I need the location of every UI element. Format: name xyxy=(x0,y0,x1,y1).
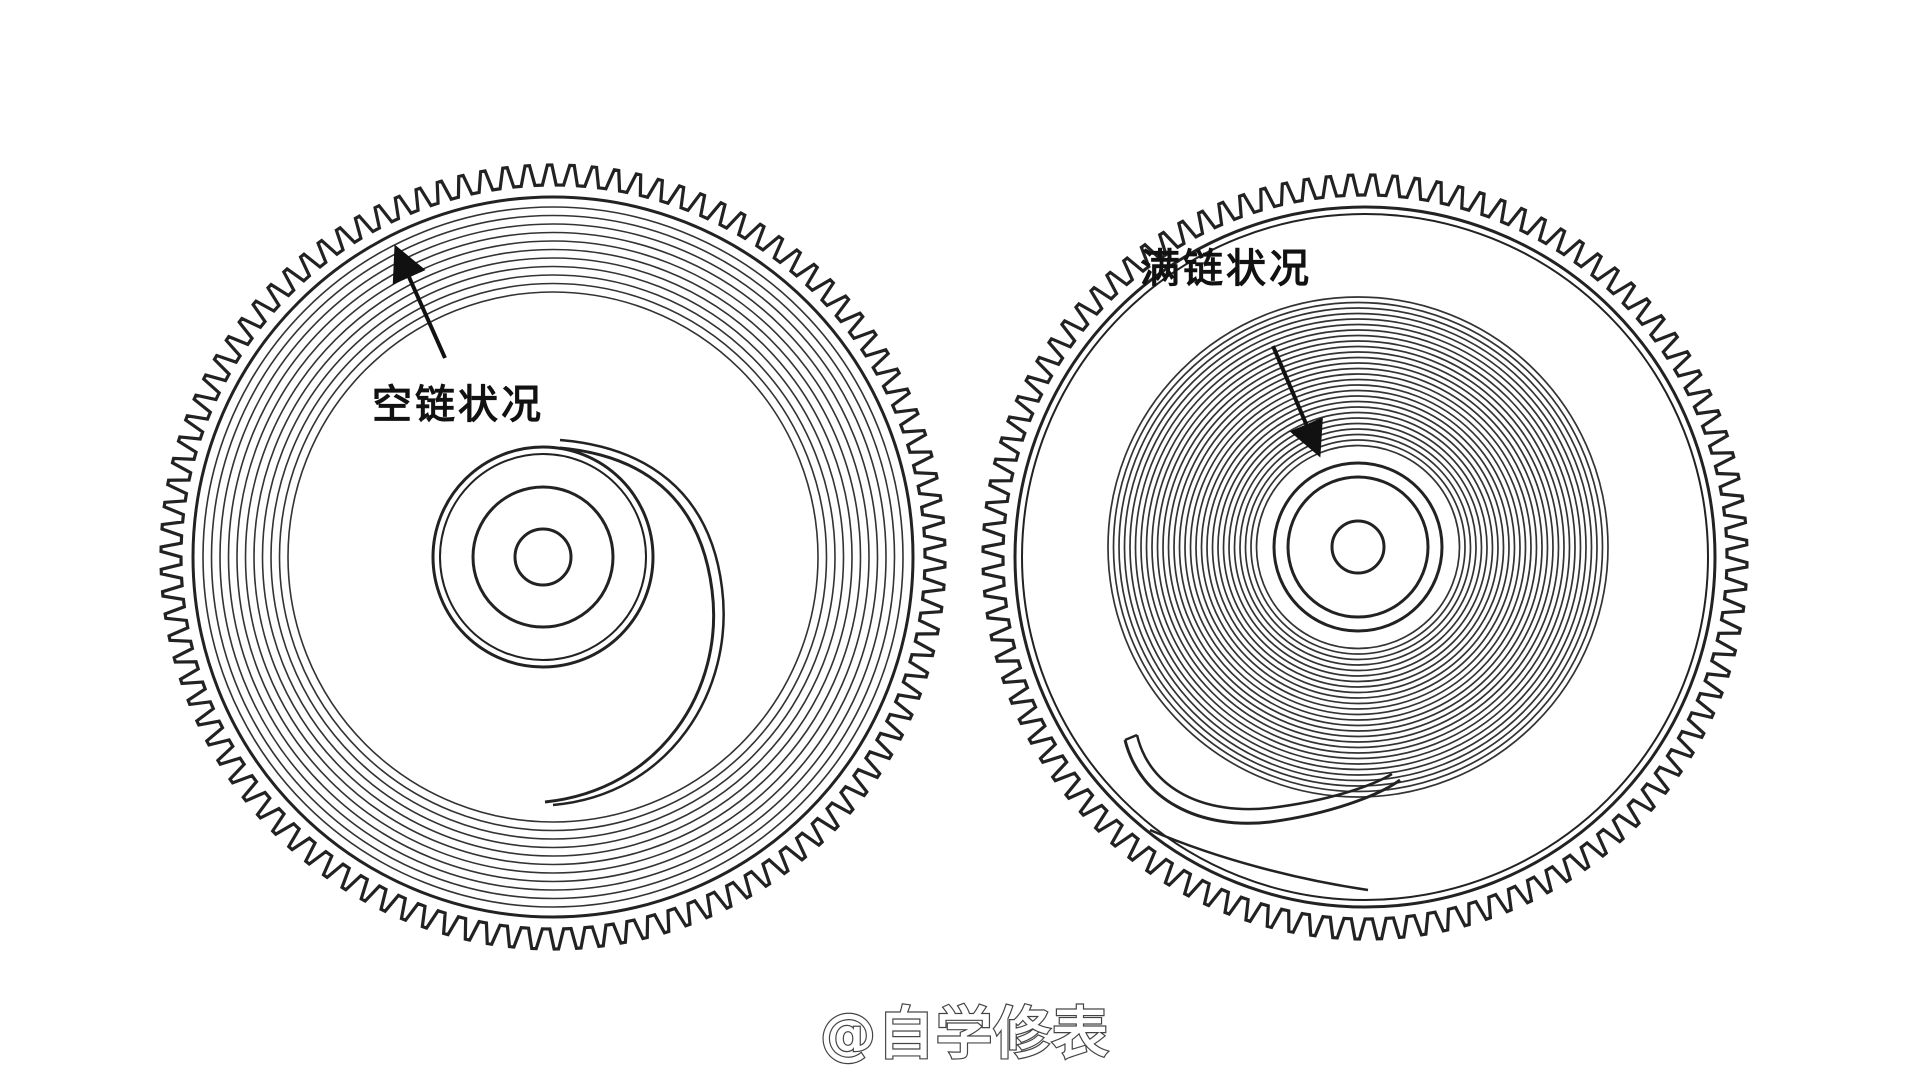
spring-coil xyxy=(1211,400,1505,694)
spring-coil xyxy=(1112,301,1604,793)
spring-coil xyxy=(244,248,862,866)
spring-coil xyxy=(1239,428,1477,666)
spring-coil xyxy=(219,223,887,891)
spring-coil xyxy=(1178,367,1538,727)
spring-coil xyxy=(1250,439,1466,655)
spring-coil xyxy=(1118,307,1598,787)
barrel-empty: 空链状况 xyxy=(159,163,947,951)
spring-coil xyxy=(236,240,870,874)
full-arrow xyxy=(1271,345,1323,458)
arbor-collar-outer xyxy=(431,445,655,669)
barrel-full: 满链状况 xyxy=(981,173,1749,941)
spring-coil xyxy=(261,265,845,849)
spring-coil xyxy=(1184,373,1532,721)
spring-coil xyxy=(1162,351,1554,743)
barrel-gear-teeth xyxy=(981,173,1749,941)
spring-loose-end-3 xyxy=(1124,733,1138,742)
spring-coil xyxy=(1233,422,1483,672)
spring-coil xyxy=(270,274,836,840)
spring-loose-end-2 xyxy=(1135,734,1393,811)
spring-coil xyxy=(253,257,853,857)
spring-coil xyxy=(1134,323,1582,771)
spring-coil xyxy=(1151,340,1565,754)
spring-coil xyxy=(1140,329,1576,765)
empty-state-label: 空链状况 xyxy=(372,382,544,428)
spring-coil xyxy=(1156,345,1560,749)
spring-coil xyxy=(1222,411,1494,683)
spring-coil xyxy=(1228,417,1488,677)
spring-coil xyxy=(1167,356,1549,738)
arbor-hole xyxy=(1330,519,1386,575)
spring-coil xyxy=(202,206,904,908)
spring-coil xyxy=(1195,384,1521,710)
spring-tail-spiral xyxy=(544,446,716,804)
spring-coil xyxy=(1217,406,1499,688)
barrel-gear-teeth xyxy=(159,163,947,951)
spring-coil xyxy=(1107,296,1609,798)
arbor-hub xyxy=(1286,475,1430,619)
spring-coil xyxy=(1206,395,1510,699)
spring-coil xyxy=(1145,334,1571,760)
mainspring-coils-wound xyxy=(1107,296,1609,798)
spring-coil xyxy=(210,214,896,900)
spring-coil xyxy=(227,231,879,883)
spring-coil xyxy=(287,291,819,823)
barrel-inner-rim-2 xyxy=(1021,213,1709,901)
arbor-hub xyxy=(471,485,615,629)
spring-coil xyxy=(1244,433,1472,661)
spring-coil xyxy=(1255,444,1461,650)
spring-tail-spiral-2 xyxy=(552,438,725,807)
arbor-collar-inner xyxy=(439,453,647,661)
barrel-inner-rim xyxy=(191,195,915,919)
spring-coil xyxy=(1129,318,1587,776)
spring-loose-end xyxy=(1123,739,1401,825)
spring-hook-tail xyxy=(1149,828,1369,892)
spring-coil xyxy=(278,282,828,832)
spring-coil xyxy=(1123,312,1593,782)
spring-coil xyxy=(1189,378,1527,716)
watermark: @自学修表 xyxy=(820,1002,1110,1067)
full-state-label: 满链状况 xyxy=(1140,246,1312,292)
mainspring-coils-outer xyxy=(202,206,904,908)
spring-coil xyxy=(1200,389,1516,705)
empty-arrow xyxy=(392,244,447,359)
arbor-hole xyxy=(513,527,573,587)
spring-coil xyxy=(1173,362,1543,732)
barrel-inner-rim xyxy=(1013,205,1717,909)
arbor-collar-outer xyxy=(1272,461,1444,633)
